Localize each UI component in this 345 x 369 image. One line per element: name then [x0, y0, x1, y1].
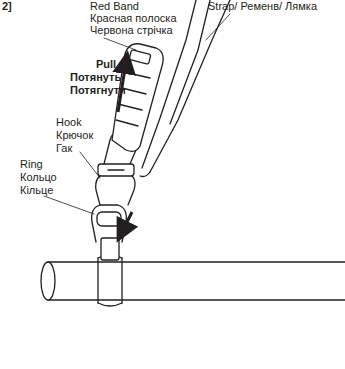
instruction: Потянуть — [70, 71, 121, 84]
figure-number: 2] — [2, 0, 12, 13]
part-name: Крючок — [56, 129, 93, 142]
part-name: Strap/ Ременв/ Лямка — [208, 0, 317, 13]
part-name: Червона стрічка — [90, 24, 173, 37]
part-name: Гак — [56, 142, 72, 155]
part-name: Hook — [56, 116, 82, 129]
part-name: Кільце — [20, 184, 53, 197]
part-name: Кольцо — [20, 171, 57, 184]
instruction: Потягнути — [70, 84, 126, 97]
part-name: Ring — [20, 158, 43, 171]
instruction: Pull — [96, 58, 116, 71]
part-name: Красная полоска — [90, 12, 177, 25]
part-name: Red Band — [90, 0, 139, 13]
